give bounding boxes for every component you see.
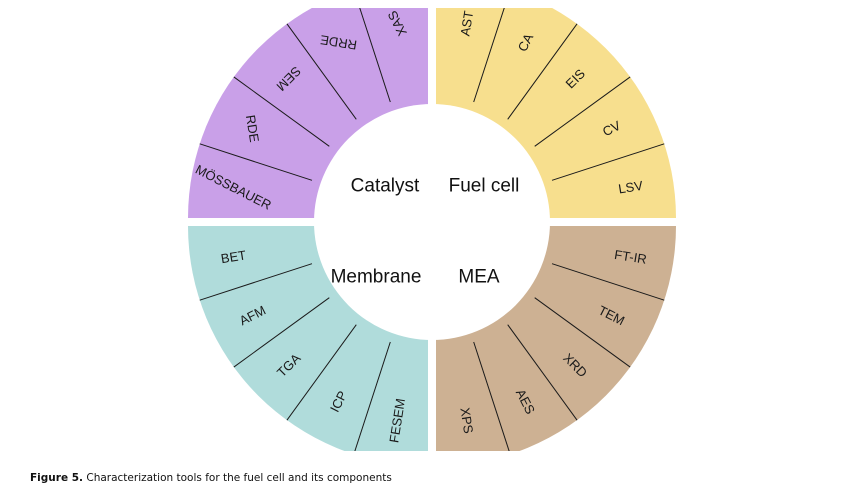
membrane-title: Membrane [331, 267, 422, 288]
segment-divider [473, 341, 510, 451]
segment-label: CV [600, 118, 623, 140]
fuel-cell-title: Fuel cell [449, 176, 520, 197]
figure-caption: Figure 5. Characterization tools for the… [30, 472, 392, 484]
horizontal-gap [0, 218, 860, 226]
segment-divider [534, 297, 631, 368]
segment-label: XPS [457, 407, 476, 435]
segment-label: LSV [617, 178, 644, 197]
mea-title: MEA [458, 267, 500, 288]
catalyst-title: Catalyst [351, 176, 420, 197]
segment-label: FESEM [386, 397, 408, 444]
segment-divider [233, 76, 330, 147]
segment-divider [551, 143, 665, 181]
segment-divider [359, 8, 391, 103]
caption-text: Characterization tools for the fuel cell… [86, 472, 392, 484]
segment-label: BET [220, 247, 247, 266]
segment-divider [551, 263, 665, 301]
segment-divider [507, 23, 578, 120]
segment-divider [199, 263, 313, 301]
segment-divider [199, 143, 313, 181]
segment-label: RDE [243, 114, 262, 144]
segment-divider [286, 23, 357, 120]
segment-label: CA [515, 31, 537, 54]
segment-divider [233, 297, 330, 368]
segment-divider [534, 76, 631, 147]
segment-divider [286, 324, 357, 421]
segment-divider [354, 341, 391, 451]
segment-label: AST [457, 10, 476, 37]
segment-divider [473, 8, 505, 103]
vertical-gap [428, 8, 436, 451]
segment-label: RRDE [319, 32, 358, 53]
caption-label: Figure 5. [30, 472, 84, 484]
segment-label: FT-IR [613, 247, 647, 267]
segment-divider [507, 324, 578, 421]
